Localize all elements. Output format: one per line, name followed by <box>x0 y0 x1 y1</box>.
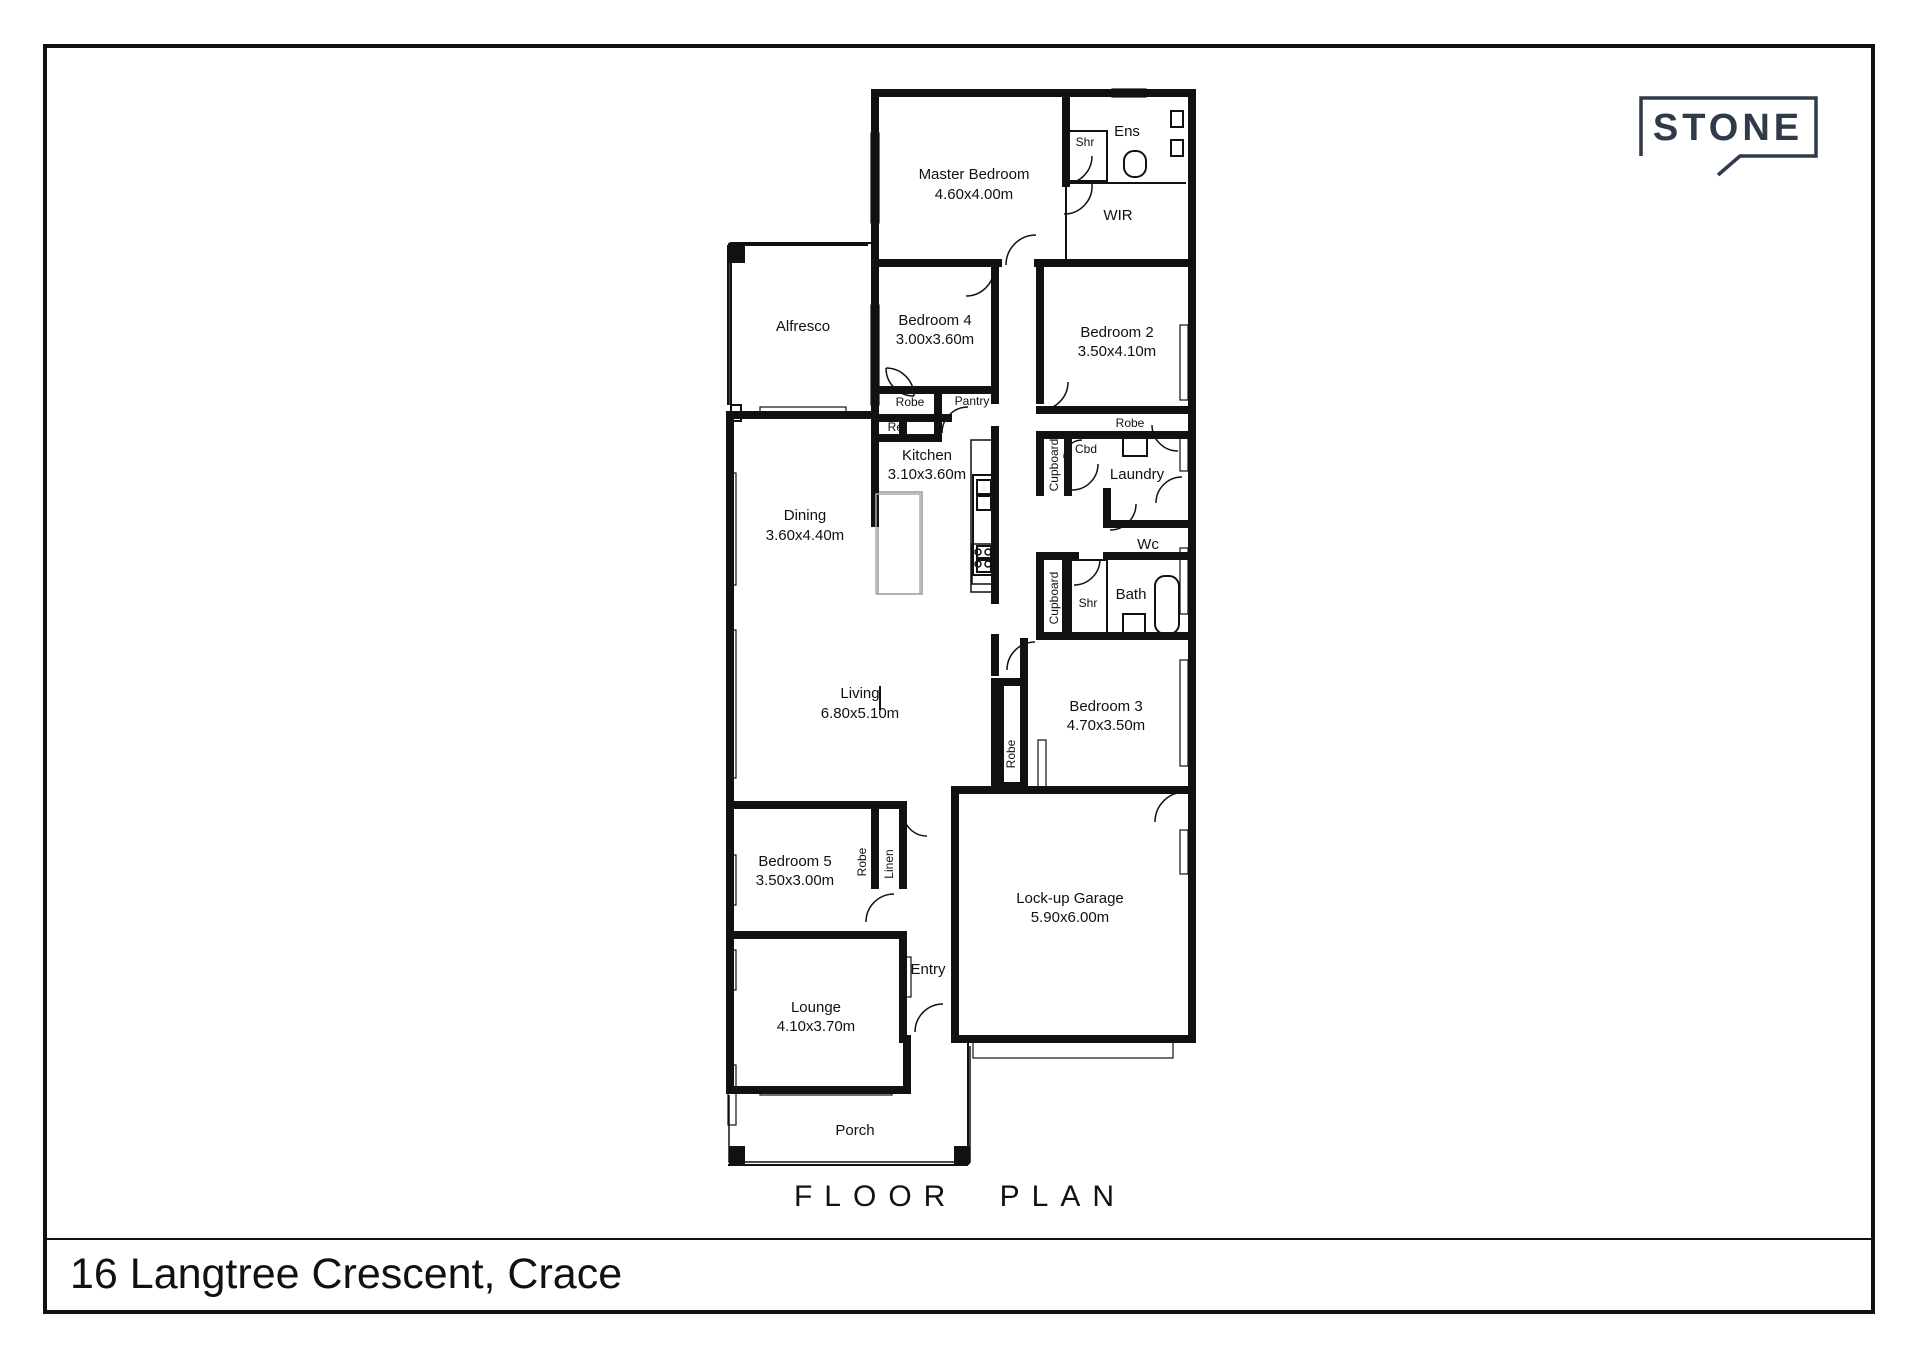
room-dim-kitchen: 3.10x3.60m <box>888 466 966 483</box>
room-name-ens: Ens <box>1114 123 1140 140</box>
logo-outline <box>1639 96 1818 177</box>
room-name-pantry: Pantry <box>955 394 990 408</box>
room-name-robe3: Robe <box>1004 739 1018 768</box>
room-dim-living: 6.80x5.10m <box>821 705 899 722</box>
room-name-wc: Wc <box>1137 536 1159 553</box>
room-name-robe4: Robe <box>896 395 925 409</box>
room-name-bed4: Bedroom 4 <box>898 312 971 329</box>
stone-logo: STONE <box>1639 96 1818 177</box>
room-dim-bed4: 3.00x3.60m <box>896 331 974 348</box>
thick-walls <box>726 89 1196 1094</box>
room-dim-bed2: 3.50x4.10m <box>1078 343 1156 360</box>
posts <box>729 243 970 1164</box>
room-dim-dining: 3.60x4.40m <box>766 527 844 544</box>
room-name-robe2: Robe <box>1116 416 1145 430</box>
room-name-linen: Linen <box>882 849 896 878</box>
room-name-bed2: Bedroom 2 <box>1080 324 1153 341</box>
room-dim-garage: 5.90x6.00m <box>1031 909 1109 926</box>
room-name-bath: Bath <box>1116 586 1147 603</box>
room-name-bed5: Bedroom 5 <box>758 853 831 870</box>
page-frame <box>43 44 1875 1314</box>
room-name-entry: Entry <box>910 961 946 978</box>
room-name-wir: WIR <box>1103 207 1132 224</box>
room-name-cupboard1: Cupboard <box>1047 439 1061 492</box>
room-name-robe5: Robe <box>855 847 869 876</box>
room-name-dining: Dining <box>784 507 827 524</box>
floor-plan-title: FLOOR PLAN <box>793 1180 1127 1213</box>
room-name-garage: Lock-up Garage <box>1016 890 1124 907</box>
room-name-cbd: Cbd <box>1075 442 1097 456</box>
room-dim-bed5: 3.50x3.00m <box>756 872 834 889</box>
room-name-shr1: Shr <box>1076 135 1095 149</box>
room-dim-bed3: 4.70x3.50m <box>1067 717 1145 734</box>
room-labels: Master Bedroom 4.60x4.00m Ens Shr WIR Al… <box>756 123 1165 1139</box>
open-areas <box>728 242 971 1163</box>
room-dim-master: 4.60x4.00m <box>935 186 1013 203</box>
room-name-porch: Porch <box>835 1122 874 1139</box>
room-name-lounge: Lounge <box>791 999 841 1016</box>
room-name-laundry: Laundry <box>1110 466 1165 483</box>
room-name-shr2: Shr <box>1079 596 1098 610</box>
property-address: 16 Langtree Crescent, Crace <box>70 1250 623 1298</box>
room-name-ref: Ref <box>888 420 907 434</box>
room-name-living: Living <box>840 685 879 702</box>
kitchen-fixtures <box>875 439 996 595</box>
room-name-alfresco: Alfresco <box>776 318 830 335</box>
room-name-cupboard2: Cupboard <box>1047 572 1061 625</box>
room-name-bed3: Bedroom 3 <box>1069 698 1142 715</box>
room-name-master: Master Bedroom <box>919 166 1030 183</box>
logo-text: STONE <box>1653 107 1803 149</box>
room-name-kitchen: Kitchen <box>902 447 952 464</box>
room-dim-lounge: 4.10x3.70m <box>777 1018 855 1035</box>
